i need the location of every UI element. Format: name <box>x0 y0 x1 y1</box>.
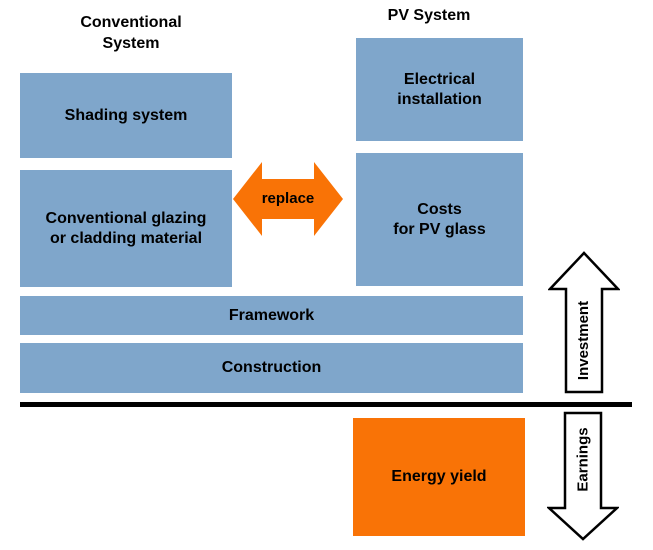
energy-yield-box: Energy yield <box>353 418 525 536</box>
pv-system-header: PV System <box>364 5 494 26</box>
shading-system-box: Shading system <box>20 73 232 158</box>
header-line: System <box>102 35 160 52</box>
double-arrow-shape <box>233 162 343 236</box>
investment-arrow <box>548 251 620 394</box>
box-label-line: Electrical <box>403 70 476 88</box>
conventional-system-header: Conventional System <box>66 12 196 54</box>
up-arrow-icon <box>548 251 620 394</box>
framework-box: Framework <box>20 296 523 335</box>
box-label-line: or cladding material <box>49 229 203 247</box>
box-label-line: Shading system <box>64 106 188 124</box>
box-label-line: Costs <box>417 200 462 218</box>
box-label-line: Energy yield <box>391 468 487 485</box>
box-label-line: installation <box>397 90 482 108</box>
header-line: PV System <box>387 7 471 24</box>
pv-glass-costs-box: Costs for PV glass <box>356 153 523 286</box>
electrical-installation-box: Electrical installation <box>356 38 523 141</box>
box-label-line: for PV glass <box>393 220 486 238</box>
earnings-arrow <box>547 411 619 542</box>
replace-arrow-label: replace <box>261 190 315 207</box>
replace-arrow: replace <box>232 160 344 237</box>
header-line: Conventional <box>80 14 182 31</box>
conventional-glazing-box: Conventional glazing or cladding materia… <box>20 170 232 287</box>
down-arrow-icon <box>547 411 619 541</box>
construction-box: Construction <box>20 343 523 393</box>
double-horizontal-arrow-icon <box>233 162 343 236</box>
up-arrow-shape <box>548 251 620 394</box>
box-label-line: Framework <box>228 306 315 324</box>
box-label-line: Conventional glazing <box>45 209 207 227</box>
investment-earnings-divider <box>20 402 632 407</box>
down-arrow-shape <box>547 411 619 541</box>
box-label-line: Construction <box>221 359 322 376</box>
